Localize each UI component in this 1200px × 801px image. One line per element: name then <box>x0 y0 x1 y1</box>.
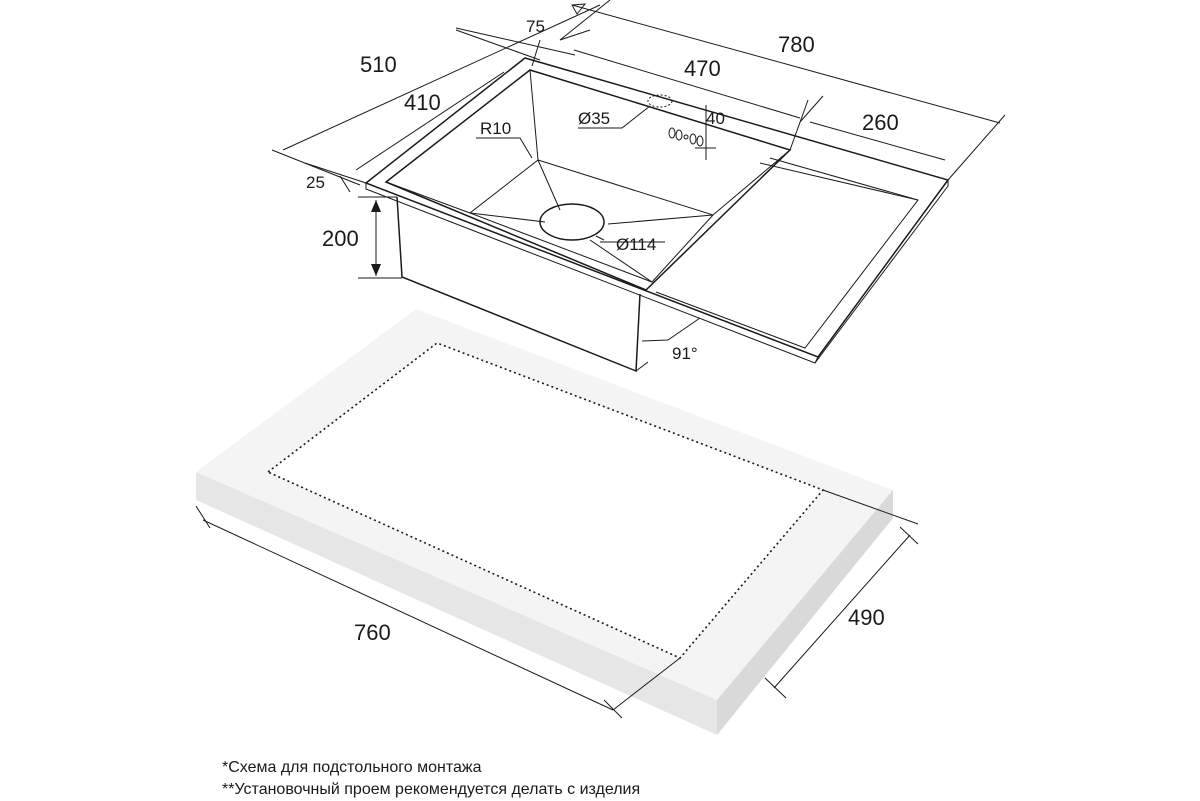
dim-rim-back: 75 <box>526 17 545 36</box>
dim-tap-hole: Ø35 <box>578 109 610 128</box>
dim-overall-width: 780 <box>778 32 815 57</box>
footnotes: *Схема для подстольного монтажа **Устано… <box>222 757 1122 801</box>
dim-rim-front: 25 <box>306 173 325 192</box>
control-buttons-icon <box>668 127 704 147</box>
footnote-cutout: **Установочный проем рекомендуется делат… <box>222 781 641 798</box>
dim-tap-offset: 40 <box>706 109 725 128</box>
footnote-mounting: *Схема для подстольного монтажа <box>222 759 482 776</box>
sink-outline <box>364 57 950 373</box>
dim-overall-depth: 510 <box>360 52 397 77</box>
countertop-cutout <box>195 309 919 735</box>
dim-cutout-depth: 490 <box>848 605 885 630</box>
dim-drain-hole: Ø114 <box>616 235 656 254</box>
sink-dimension-lines <box>271 0 1006 342</box>
dim-corner-radius: R10 <box>480 119 511 138</box>
dim-bowl-depth: 410 <box>404 90 441 115</box>
dim-bowl-height: 200 <box>322 226 359 251</box>
dim-drainboard-width: 260 <box>862 110 899 135</box>
dim-wall-angle: 91° <box>672 344 698 363</box>
dim-bowl-width: 470 <box>684 56 721 81</box>
dim-cutout-width: 760 <box>354 620 391 645</box>
